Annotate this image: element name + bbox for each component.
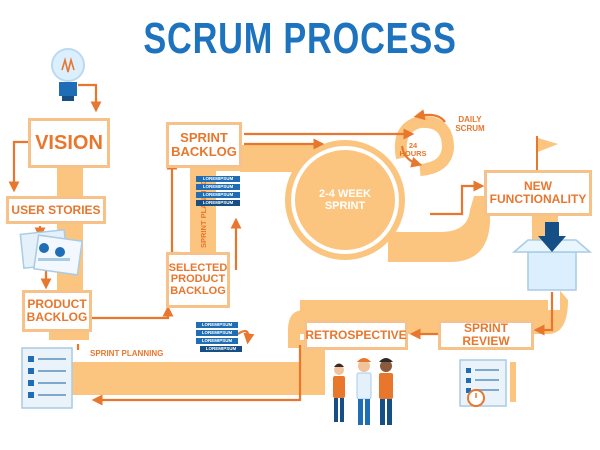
backlog-item-chip: LOREMIPSUM xyxy=(196,176,240,182)
planning-item-chip: LOREMIPSUM xyxy=(196,322,238,328)
flag-icon xyxy=(536,136,558,170)
product-backlog-box: PRODUCT BACKLOG xyxy=(22,290,92,332)
hours-label: 24 HOURS xyxy=(398,141,428,159)
hours-line2: HOURS xyxy=(399,149,427,159)
delivery-box-icon xyxy=(511,222,593,291)
sprint-review-box: SPRINT REVIEW xyxy=(438,320,534,350)
vision-box: VISION xyxy=(28,118,110,168)
sprint-duration-label: 2-4 WEEK SPRINT xyxy=(305,188,385,212)
selected-product-backlog-box: SELECTED PRODUCT BACKLOG xyxy=(166,252,230,308)
sprint-loop-core xyxy=(295,150,395,250)
sprint-backlog-label-line1: SPRINT xyxy=(180,130,228,146)
daily-scrum-label: DAILY SCRUM xyxy=(450,115,490,134)
page-title: SCRUM PROCESS xyxy=(143,14,457,63)
backlog-item-chip: LOREMIPSUM xyxy=(196,200,240,206)
new-functionality-label-line2: FUNCTIONALITY xyxy=(489,192,587,206)
user-story-cards-icon xyxy=(19,228,83,276)
backlog-item-chip: LOREMIPSUM xyxy=(196,184,240,190)
hours-line1: 24 xyxy=(408,141,418,150)
retrospective-box: RETROSPECTIVE xyxy=(304,320,408,350)
daily-scrum-line1: DAILY xyxy=(458,115,482,124)
planning-item-chip: LOREMIPSUM xyxy=(200,346,242,352)
sprint-review-label: SPRINT REVIEW xyxy=(462,321,510,348)
sprint-label-line2: SPRINT xyxy=(324,200,366,213)
planning-item-chip: LOREMIPSUM xyxy=(196,330,238,336)
backlog-item-chip: LOREMIPSUM xyxy=(196,192,240,198)
lightbulb-icon xyxy=(51,48,85,101)
vision-label: VISION xyxy=(35,131,103,154)
review-clipboard-icon xyxy=(459,359,516,407)
user-stories-label: USER STORIES xyxy=(11,202,101,217)
checklist-document-icon xyxy=(21,347,73,409)
sprint-planning-horizontal-label: SPRINT PLANNING xyxy=(90,349,164,358)
new-functionality-box: NEW FUNCTIONALITY xyxy=(484,170,592,216)
product-backlog-label-line1: PRODUCT xyxy=(27,297,87,312)
team-people-illustration xyxy=(333,358,393,425)
product-backlog-label-line2: BACKLOG xyxy=(26,310,88,324)
selected-label-line1: SELECTED xyxy=(168,261,228,274)
daily-scrum-line2: SCRUM xyxy=(455,123,485,133)
sprint-backlog-label-line2: BACKLOG xyxy=(171,144,237,159)
sprint-backlog-box: SPRINT BACKLOG xyxy=(166,122,242,168)
planning-item-chip: LOREMIPSUM xyxy=(196,338,238,344)
selected-label-line3: BACKLOG xyxy=(170,284,226,297)
user-stories-box: USER STORIES xyxy=(6,196,106,224)
retrospective-label: RETROSPECTIVE xyxy=(305,327,407,342)
selected-label-line2: PRODUCT xyxy=(170,273,226,286)
sprint-label-line1: 2-4 WEEK xyxy=(319,188,371,200)
new-functionality-label-line1: NEW xyxy=(524,179,552,194)
